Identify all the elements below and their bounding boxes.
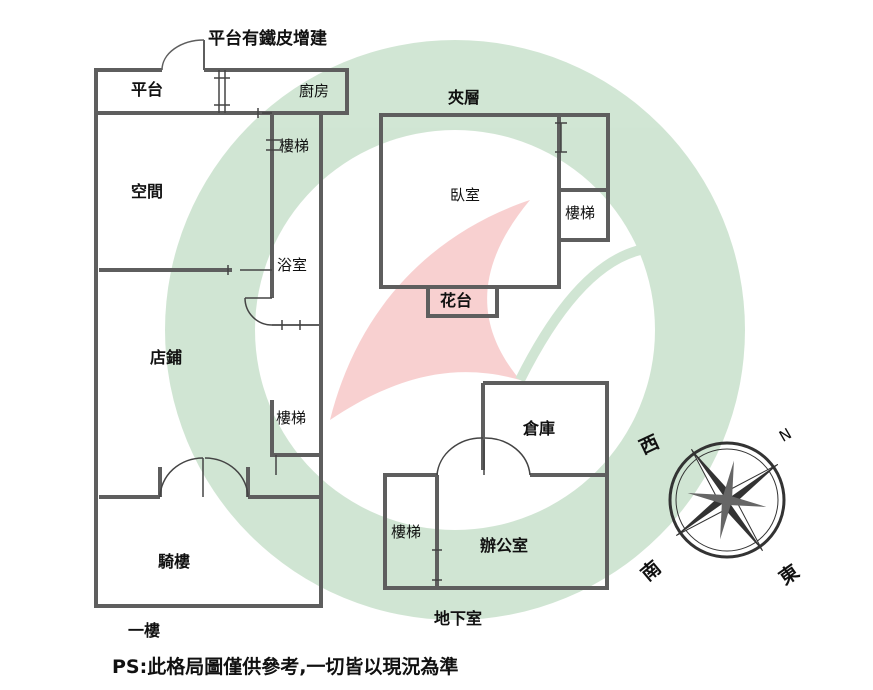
- basement-title: 地下室: [434, 609, 483, 628]
- room-shop: 店鋪: [150, 348, 183, 367]
- ground-floor-plan: [94, 39, 349, 608]
- room-bathroom: 浴室: [277, 256, 308, 274]
- room-stairs-upper: 樓梯: [279, 137, 310, 155]
- compass-icon: [668, 441, 786, 559]
- room-arcade: 騎樓: [158, 552, 191, 571]
- ground-floor-title: 一樓: [128, 621, 161, 640]
- room-flower-bed: 花台: [440, 291, 473, 310]
- room-office: 辦公室: [480, 536, 529, 555]
- watermark-logo: [165, 40, 745, 620]
- ground-floor-details: [159, 70, 301, 498]
- disclaimer-note: PS:此格局圖僅供參考,一切皆以現況為準: [112, 656, 459, 678]
- mezzanine-plan: [379, 113, 610, 318]
- annex-note: 平台有鐵皮增建: [208, 29, 327, 49]
- basement-details: [432, 437, 531, 581]
- basement-plan: [383, 381, 609, 590]
- room-stairs-basement: 樓梯: [391, 523, 422, 541]
- room-warehouse: 倉庫: [523, 419, 556, 438]
- room-space: 空間: [131, 182, 164, 201]
- mezzanine-title: 夾層: [448, 88, 481, 107]
- room-bedroom: 臥室: [450, 186, 481, 204]
- room-stairs-middle: 樓梯: [276, 409, 307, 427]
- mezzanine-details: [555, 122, 567, 153]
- room-platform: 平台: [131, 80, 164, 99]
- room-kitchen: 廚房: [299, 82, 330, 100]
- room-stairs-mezz: 樓梯: [565, 204, 596, 222]
